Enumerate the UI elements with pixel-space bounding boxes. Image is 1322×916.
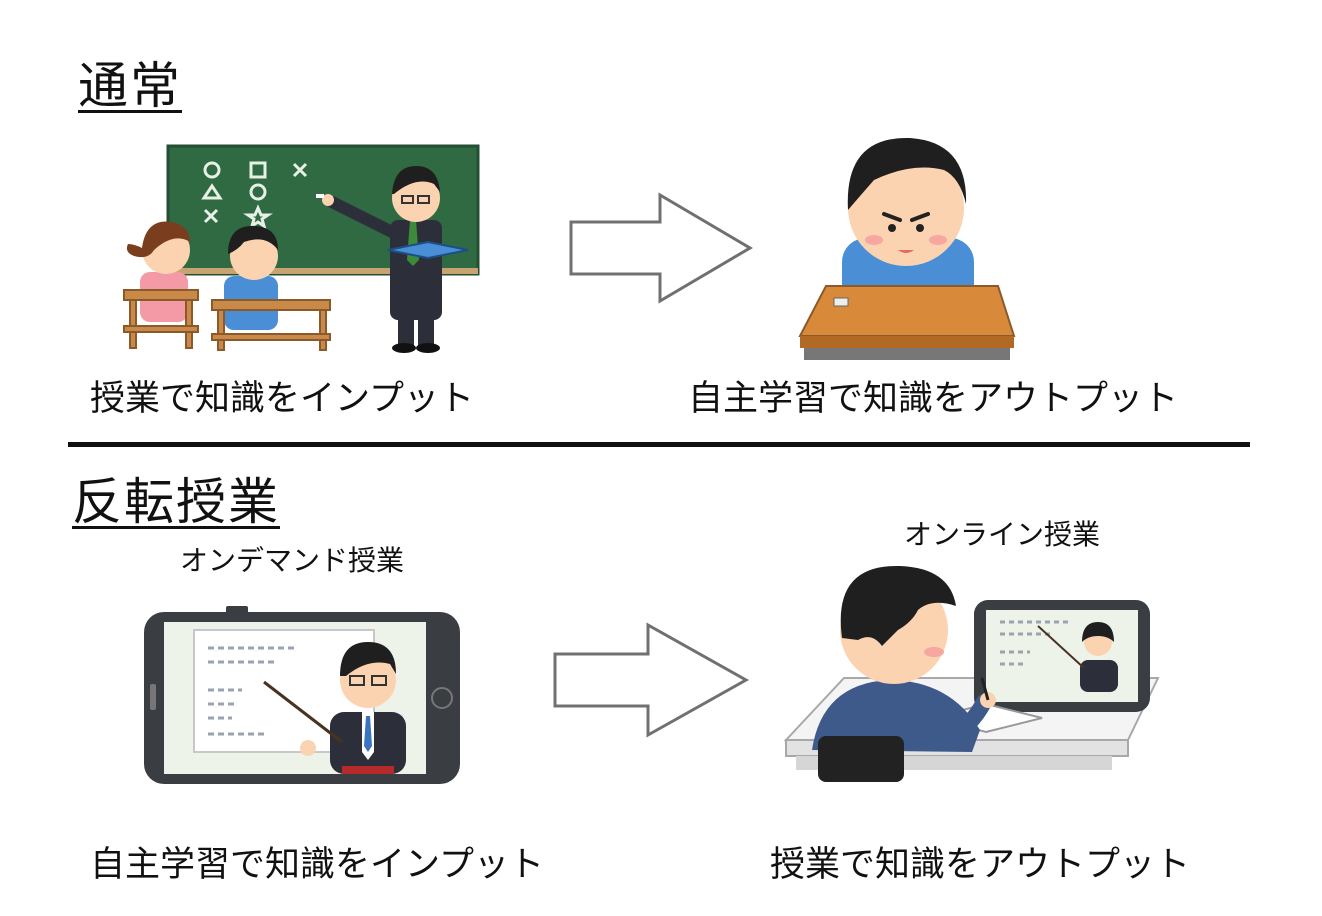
heading-normal: 通常 [78,57,182,115]
right-arrow-icon-2 [552,622,750,738]
online-class-illustration [782,560,1164,792]
ondemand-label: オンデマンド授業 [180,544,405,577]
heading-flipped: 反転授業 [72,473,280,531]
classroom-illustration [120,140,480,358]
normal-right-caption: 自主学習で知識をアウトプット [688,379,1179,419]
flipped-right-caption: 授業で知識をアウトプット [770,845,1191,885]
normal-left-caption: 授業で知識をインプット [90,379,474,419]
right-arrow-icon [568,192,754,304]
studying-student-illustration [786,128,1018,364]
smartphone-lecture-illustration [142,604,462,790]
flipped-left-caption: 自主学習で知識をインプット [90,845,544,885]
section-divider [68,442,1250,447]
online-label: オンライン授業 [904,518,1101,551]
